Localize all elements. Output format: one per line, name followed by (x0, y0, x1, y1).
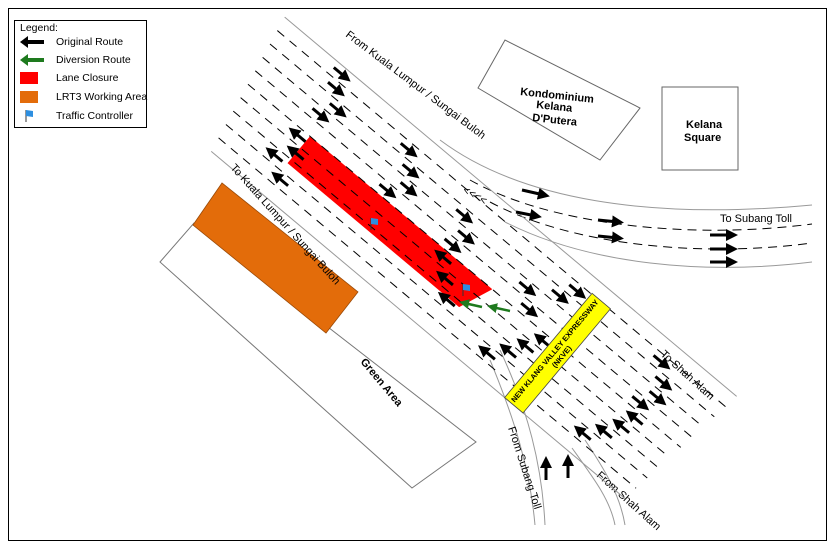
diagram-frame (8, 8, 827, 541)
legend-item-lrt3-working-area: LRT3 Working Area (20, 90, 147, 104)
original-route-arrow (625, 410, 644, 426)
legend-label: Diversion Route (56, 54, 131, 66)
lane-divider (240, 97, 670, 459)
original-route-arrow (399, 181, 418, 197)
legend-label: Traffic Controller (56, 110, 134, 122)
original-route-arrow (271, 171, 290, 187)
lane-closure (287, 136, 493, 308)
original-route-arrow (499, 343, 518, 359)
original-route-arrow (288, 127, 307, 143)
legend-item-traffic-controller: Traffic Controller (20, 109, 133, 123)
legend-item-lane-closure: Lane Closure (20, 71, 118, 85)
original-route-arrow (327, 81, 345, 97)
original-route-arrow (457, 229, 475, 245)
original-route-arrow (399, 142, 418, 158)
original-route-arrow (520, 301, 539, 318)
original-route-arrow (286, 145, 305, 161)
road-edge-line (284, 16, 737, 397)
original-route-arrow (311, 107, 330, 123)
original-route-arrow (436, 270, 454, 287)
ramp-from-subang (489, 349, 546, 526)
road-edge-line (210, 150, 626, 499)
legend-label: Lane Closure (56, 72, 119, 84)
orange-swatch (20, 91, 38, 103)
ramp-from-shah-alam (571, 439, 626, 526)
original-route-arrow (455, 208, 474, 224)
from-subang-label: From Subang Toll (505, 425, 543, 511)
original-route-arrow (612, 418, 631, 434)
legend-item-original-route: Original Route (20, 35, 123, 49)
original-route-arrow (648, 390, 667, 406)
kelana-label-2: Square (684, 132, 721, 144)
black-arrow-icon (20, 36, 44, 48)
original-route-arrow (594, 423, 613, 439)
lrt3-working-area (192, 182, 359, 334)
original-route-arrow (597, 231, 624, 244)
diversion-arrow (487, 303, 511, 313)
legend: Legend: Original Route Diversion Route L… (14, 20, 147, 128)
original-route-arrow (516, 338, 535, 354)
legend-item-diversion-route: Diversion Route (20, 53, 131, 67)
original-route-arrow (597, 215, 624, 228)
original-route-arrow (515, 208, 542, 221)
original-route-arrow (521, 187, 550, 200)
from-kl-label: From Kuala Lumpur / Sungai Buloh (343, 29, 487, 142)
traffic-controller-flag-icon (370, 218, 378, 230)
original-route-arrow (378, 183, 397, 199)
kelana-label-1: Kelana (686, 119, 723, 131)
nkve-sign: NEW KLANG VALLEY EXPRESSWAY (NKVE) (504, 292, 612, 414)
lane-divider (218, 137, 637, 489)
flag-icon (25, 110, 33, 122)
legend-label: Original Route (56, 36, 124, 48)
original-route-arrow (631, 395, 650, 411)
traffic-controller-flag-icon (462, 284, 470, 296)
red-swatch (20, 72, 38, 84)
slip-road-subang (439, 139, 813, 268)
lane-divider (277, 30, 726, 407)
original-route-arrow (437, 291, 456, 308)
original-route-arrow (652, 354, 671, 370)
green-arrow-icon (20, 54, 44, 66)
lane-divider (225, 124, 648, 479)
kondo-label-3: D'Putera (532, 112, 579, 129)
legend-title: Legend: (20, 22, 58, 34)
original-route-arrow (518, 280, 537, 297)
legend-label: LRT3 Working Area (56, 91, 148, 103)
original-route-arrow (478, 345, 496, 361)
to-subang-label: To Subang Toll (720, 213, 792, 225)
kondo-label-2: Kelana (536, 99, 574, 115)
original-route-arrow (328, 102, 347, 118)
lane-divider (232, 110, 659, 469)
original-route-arrow (551, 288, 569, 304)
original-route-arrow (434, 249, 453, 265)
lane-divider (247, 83, 682, 448)
kelana-square-building (661, 86, 739, 171)
original-route-arrow (568, 283, 587, 299)
kondominium-building (477, 39, 641, 161)
original-route-arrow (332, 66, 351, 82)
green-area (159, 222, 477, 489)
original-route-arrow (443, 237, 462, 253)
original-route-arrow (654, 375, 673, 391)
from-shah-alam-label: From Shah Alam (594, 469, 663, 533)
diversion-arrow (459, 299, 483, 309)
original-route-arrow (265, 147, 284, 163)
original-route-arrow (573, 425, 592, 441)
original-route-arrow (401, 163, 420, 179)
